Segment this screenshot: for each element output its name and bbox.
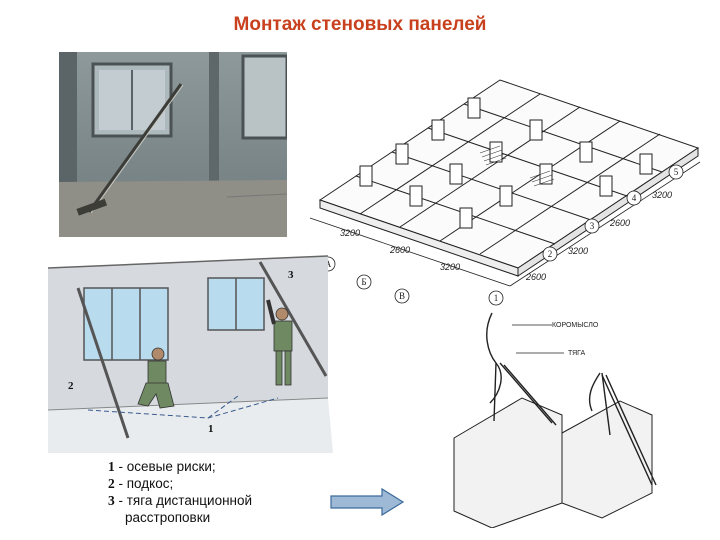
axis-label: 5: [674, 167, 679, 177]
legend-text: - подкос;: [114, 476, 174, 491]
legend-text: расстроповки: [125, 510, 211, 525]
legend-item: расстроповки: [108, 509, 252, 526]
marker-3: 3: [288, 269, 294, 281]
sling-detail-drawing: КОРОМЫСЛО ТЯГА: [453, 312, 657, 529]
legend-text: - осевые риски;: [114, 459, 216, 474]
legend-number: 3: [108, 493, 115, 508]
dimension-label: 3200: [568, 246, 588, 256]
legend: 1 - осевые риски; 2 - подкос; 3 - тяга д…: [108, 458, 252, 526]
label-koromyslo: КОРОМЫСЛО: [552, 322, 599, 329]
axis-label: А: [325, 259, 332, 269]
label-tyaga: ТЯГА: [568, 350, 585, 357]
sling-detail-illustration: КОРОМЫСЛО ТЯГА: [452, 303, 662, 529]
dimension-label: 3200: [440, 262, 460, 272]
legend-item: 2 - подкос;: [108, 475, 252, 492]
axis-label: 1: [494, 293, 499, 303]
axis-label: Б: [361, 277, 366, 287]
photo-image: [59, 52, 287, 237]
installation-scene-drawing: 2 1 3: [47, 255, 333, 453]
dimension-label: 2600: [525, 272, 546, 282]
isometric-plan-diagram: 3200 2600 3200 2600 3200 2600 3200 А Б В…: [300, 58, 710, 308]
legend-number: 2: [108, 476, 115, 491]
axis-label: В: [399, 291, 405, 301]
marker-1: 1: [208, 423, 214, 435]
dimension-label: 3200: [340, 228, 360, 238]
axis-label: 3: [590, 221, 595, 231]
installation-scene-illustration: 2 1 3: [47, 248, 333, 453]
page-title: Монтаж стеновых панелей: [233, 14, 487, 35]
axis-label: 4: [632, 193, 637, 203]
dimension-label: 2600: [609, 218, 630, 228]
axis-label: 2: [548, 249, 553, 259]
legend-item: 1 - осевые риски;: [108, 458, 252, 475]
marker-2: 2: [68, 380, 74, 392]
legend-item: 3 - тяга дистанционной: [108, 492, 252, 509]
legend-number: 1: [108, 459, 115, 474]
legend-text: - тяга дистанционной: [114, 493, 253, 508]
construction-photo: [59, 52, 287, 237]
dimension-label: 3200: [652, 190, 672, 200]
isometric-plan-drawing: 3200 2600 3200 2600 3200 2600 3200 А Б В…: [309, 79, 701, 306]
dimension-label: 2600: [389, 245, 410, 255]
right-arrow-icon: [330, 487, 405, 517]
